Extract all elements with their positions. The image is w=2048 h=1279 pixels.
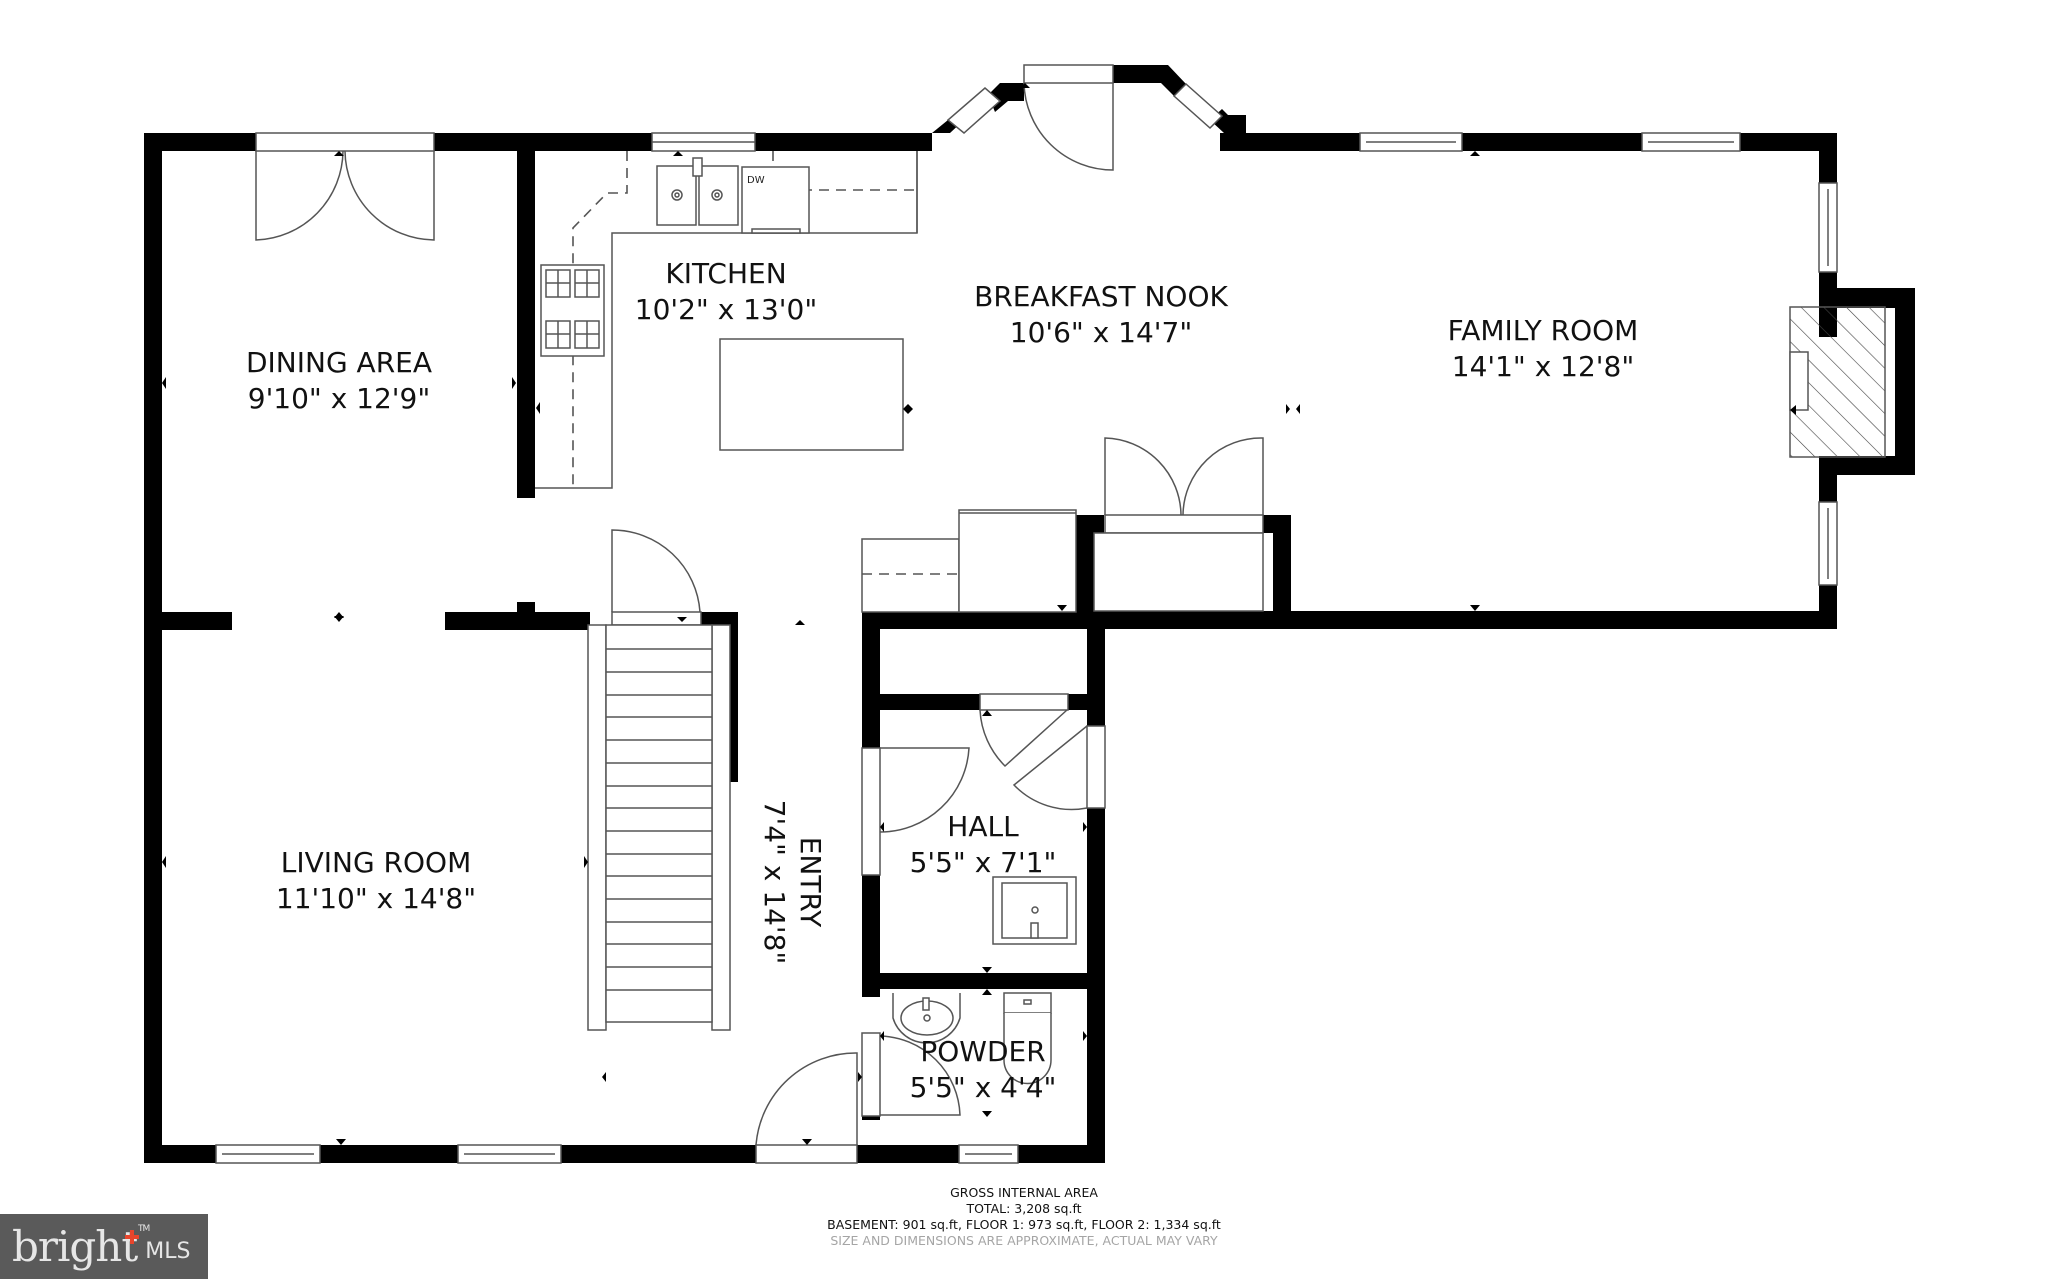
area-heading: GROSS INTERNAL AREA [950,1185,1098,1200]
room-name: LIVING ROOM [280,846,472,879]
stair-closet-door [611,529,702,626]
powder-sink [892,993,961,1044]
logo-suffix: MLS [145,1239,191,1264]
hall-top-door [979,693,1106,811]
cooktop [540,264,605,357]
room-dimensions: 11'10" x 14'8" [275,882,477,915]
hall-closet-door [861,747,970,876]
room-name: HALL [947,810,1019,843]
area-summary: GROSS INTERNAL AREA TOTAL: 3,208 sq.ft B… [827,1185,1221,1249]
fireplace [1789,306,1886,458]
area-total: TOTAL: 3,208 sq.ft [966,1201,1082,1216]
room-label-hall: HALL 5'5" x 7'1" [910,809,1057,881]
window [651,132,756,152]
windows [215,82,1838,1164]
window [215,1144,321,1164]
window [1818,182,1838,273]
room-dimensions: 10'2" x 13'0" [634,293,818,326]
room-name: POWDER [920,1035,1046,1068]
window [1359,132,1463,152]
room-dimensions: 5'5" x 7'1" [909,846,1057,879]
room-dimensions: 7'4" x 14'8" [758,799,791,965]
logo-wordmark: bright TM [12,1222,150,1271]
bathroom-fixtures [892,876,1077,1085]
exterior-walls [144,65,1915,1163]
powder-door [861,1032,961,1117]
area-disclaimer: SIZE AND DIMENSIONS ARE APPROXIMATE, ACT… [830,1233,1218,1248]
room-name: BREAKFAST NOOK [974,280,1228,313]
room-label-breakfast-nook: BREAKFAST NOOK 10'6" x 14'7" [974,279,1228,351]
trademark-mark: TM [137,1224,150,1234]
room-label-powder: POWDER 5'5" x 4'4" [910,1034,1057,1106]
bay-door [1023,64,1114,171]
laundry-sink [992,876,1077,945]
kitchen-island [719,338,904,451]
room-dimensions: 9'10" x 12'9" [247,382,431,415]
toilet [1003,992,1052,1085]
room-name: ENTRY [794,836,827,928]
breakfast-fixtures [861,509,1264,613]
room-dimensions: 10'6" x 14'7" [1009,316,1193,349]
staircase [587,624,731,1031]
room-label-living-room: LIVING ROOM 11'10" x 14'8" [276,845,476,917]
room-label-entry: ENTRY 7'4" x 14'8" [756,800,828,965]
window [457,1144,562,1164]
room-label-kitchen: KITCHEN 10'2" x 13'0" [635,256,817,328]
dishwasher: DW [741,166,810,234]
room-name: DINING AREA [245,346,433,379]
window [958,1144,1019,1164]
bay-window-left [946,87,1002,134]
bay-window-right [1172,82,1224,130]
room-dimensions: 14'1" x 12'8" [1451,350,1635,383]
front-door [755,1052,858,1164]
room-name: KITCHEN [665,257,787,290]
kitchen-sink [656,157,739,226]
dw-label: DW [747,175,765,186]
area-breakdown: BASEMENT: 901 sq.ft, FLOOR 1: 973 sq.ft,… [827,1217,1221,1232]
dining-french-door [255,132,435,241]
dimension-markers [162,83,1796,1145]
room-dimensions: 5'5" x 4'4" [909,1071,1057,1104]
window [1818,501,1838,586]
room-label-dining: DINING AREA 9'10" x 12'9" [246,345,432,417]
plus-accent-icon [125,1230,140,1244]
closet-double-door [1104,437,1264,534]
bright-mls-logo: bright TM MLS [0,1214,208,1279]
doors [255,64,1264,1164]
window [1641,132,1741,152]
room-name: FAMILY ROOM [1447,314,1639,347]
room-label-family-room: FAMILY ROOM 14'1" x 12'8" [1448,313,1639,385]
kitchen-fixtures: DW [535,151,918,489]
